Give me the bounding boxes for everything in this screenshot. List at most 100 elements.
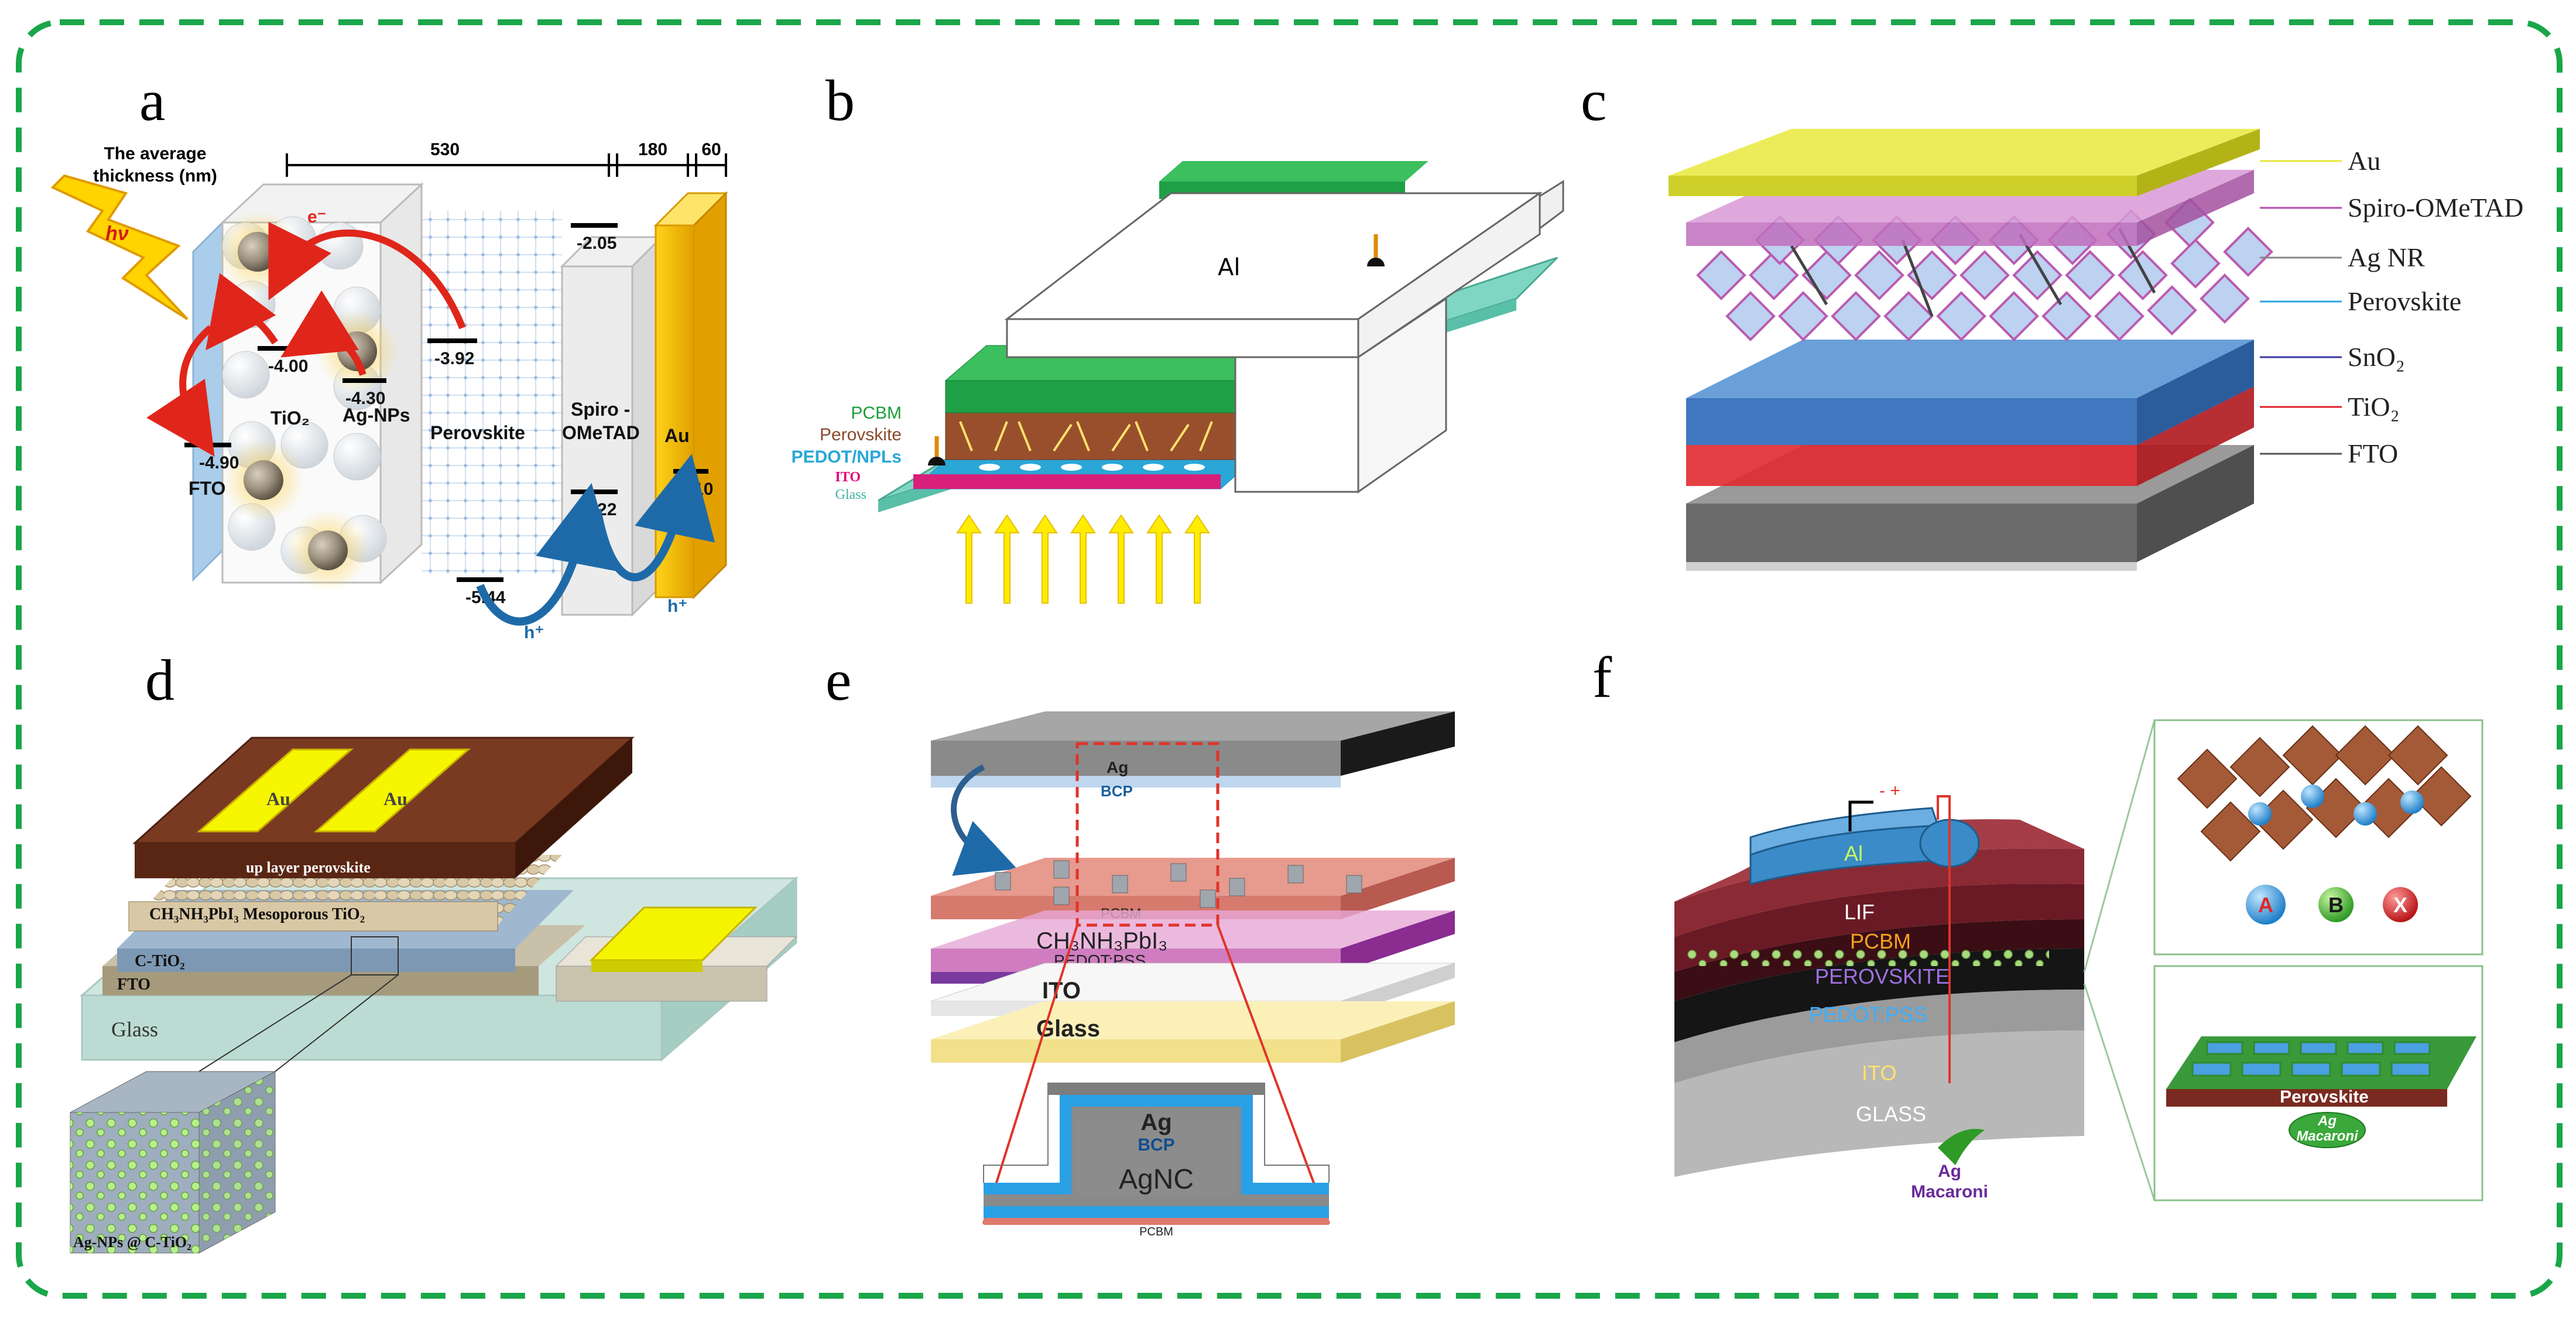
panel-c: c [1581,68,2523,571]
level-agnp: -4.30 [345,389,385,408]
label-tio2: TiO₂ [270,408,310,429]
layer-c-fto: FTO [2348,439,2398,468]
level-spiro-top: -2.05 [577,234,616,253]
perovskite-layer-c [1696,197,2273,341]
thickness-60: 60 [701,140,721,159]
zoom-lines-d [198,936,399,1072]
panel-b: b [792,68,1564,604]
ag-label-f: Ag [1938,1162,1961,1181]
layer-c-sno2: SnO₂ [2348,342,2405,372]
ion-x: X [2393,893,2407,917]
inset-film-f [2153,965,2483,1201]
ion-b: B [2328,893,2344,917]
flip-arrow-e [951,764,1018,876]
sno2-layer-c [1686,340,2254,445]
inset-e-agnc: AgNC [1119,1164,1194,1195]
electron-arrows [146,221,466,457]
hole-label-2: h⁺ [667,597,687,616]
hole-label-1: h⁺ [524,623,544,642]
lightning-icon [50,174,189,320]
thickness-title-2: thickness (nm) [93,166,217,186]
label-agnp: Ag-NPs [342,405,410,426]
layer-e-ito: ITO [1042,978,1081,1004]
layer-c-perovskite: Perovskite [2348,286,2461,316]
wires-f [1848,795,1951,1083]
layer-d-perovskite: up layer perovskite [246,859,371,876]
al-electrode [1004,180,1564,494]
layer-e-ag: Ag [1107,758,1128,776]
thickness-180: 180 [638,140,667,159]
thickness-scale [286,153,727,177]
inset-e-pcbm: PCBM [1139,1225,1173,1238]
macaroni-label-f: Macaroni [1911,1182,1988,1201]
hv-label: hν [105,222,129,245]
light-arrows [956,514,1210,604]
au-pad-right-d [589,906,758,972]
panel-f-label: f [1592,645,1612,710]
panel-a-label: a [139,68,165,133]
panel-b-label: b [825,68,855,133]
layer-f-glass: GLASS [1856,1102,1926,1126]
layer-d-fto: FTO [117,975,150,994]
layer-d-meso: CH₃NH₃PbI₃ Mesoporous TiO₂ [149,905,365,923]
level-tio2: -4.00 [268,357,308,376]
layer-f-ito: ITO [1862,1061,1896,1085]
inset-macaroni-f: Macaroni [2296,1128,2359,1144]
zoom-box-e [1075,742,1220,927]
panel-d-label: d [145,648,174,713]
layer-c-tio2: TiO₂ [2348,392,2400,422]
zoom-line-e-left [982,925,1078,1224]
layer-f-lif: LIF [1844,900,1875,924]
layer-e-perovskite: CH₃NH₃PbI₃ [1036,928,1167,954]
label-spiro-1: Spiro - [571,399,630,420]
au-label-d-1: Au [266,788,290,809]
inset-cube-d [70,1071,276,1254]
layer-f-pcbm: PCBM [1850,929,1911,953]
layer-c-au: Au [2348,146,2380,176]
panel-a: a The average thickness (nm) 530 180 60 … [50,68,728,642]
level-fto: -4.90 [199,453,239,473]
zoom-lines-f [2083,720,2156,1201]
layer-f-perovskite: PEROVSKITE [1815,964,1950,988]
thickness-title-1: The average [104,144,206,163]
inset-e [983,1083,1330,1225]
pcbm-layer-e [931,858,1455,919]
inset-crystal-f [2153,719,2483,956]
label-perovskite: Perovskite [430,422,525,443]
ion-a: A [2258,893,2273,917]
panel-f: f Al - + LIF PCBM PEROV [1592,645,2483,1201]
panel-d: d [70,648,799,1254]
polarity-f: - + [1879,781,1900,800]
panel-e: e Ag BCP PCBM [825,648,1455,1238]
layer-f-pedot: PEDOT:PSS [1809,1002,1927,1026]
electron-label-2: e⁻ [222,289,242,309]
contact-pins [928,234,1385,465]
legend-pedot: PEDOT/NPLs [792,447,902,467]
label-spiro-2: OMeTAD [562,422,640,443]
inset-e-ag: Ag [1140,1110,1171,1135]
au-layer-c [1669,129,2260,196]
glass-layer-e [931,1001,1455,1063]
legend-glass: Glass [835,487,866,502]
label-fto: FTO [189,478,225,499]
au-label-d-2: Au [383,788,407,809]
layer-d-ctio2: C-TiO₂ [135,952,185,970]
legend-pcbm: PCBM [851,403,902,423]
ag-plate-e [931,711,1455,788]
al-label-b: Al [1218,254,1240,281]
inset-e-bcp: BCP [1138,1135,1174,1155]
fto-slab [192,220,224,582]
device-stack-f [1674,819,2084,1177]
layer-e-bcp: BCP [1101,782,1133,800]
panel-e-label: e [825,648,851,713]
zoom-line-e-right [1217,925,1330,1224]
thickness-530: 530 [430,140,460,159]
ag-macaroni-icon [1938,1129,1985,1165]
label-au: Au [664,425,690,446]
figure-border [16,19,2563,1299]
legend-perovskite: Perovskite [820,425,902,444]
inset-ag-f: Ag [2317,1113,2337,1129]
inset-perovskite-f: Perovskite [2280,1087,2369,1107]
level-pero-top: -3.92 [434,349,474,368]
